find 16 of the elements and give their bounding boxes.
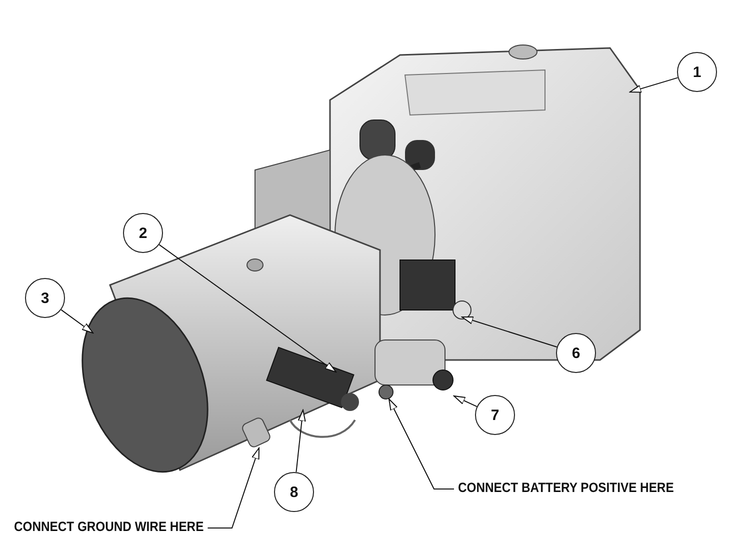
callout-number: 2 (123, 213, 163, 253)
callout-number: 1 (677, 52, 717, 92)
callout-number: 3 (25, 278, 65, 318)
leader-line (630, 77, 678, 93)
leader-line (60, 309, 94, 334)
leader-line (296, 410, 306, 473)
leader-line (158, 244, 336, 372)
leader-line (454, 396, 478, 408)
instruction-note: CONNECT BATTERY POSITIVE HERE (458, 480, 674, 498)
instruction-note: CONNECT GROUND WIRE HERE (14, 519, 204, 537)
callout-number: 7 (475, 395, 515, 435)
callout-number: 8 (274, 472, 314, 512)
leader-line (388, 398, 454, 490)
callout-number: 6 (556, 333, 596, 373)
leader-line (207, 448, 260, 528)
leader-line (462, 316, 558, 348)
